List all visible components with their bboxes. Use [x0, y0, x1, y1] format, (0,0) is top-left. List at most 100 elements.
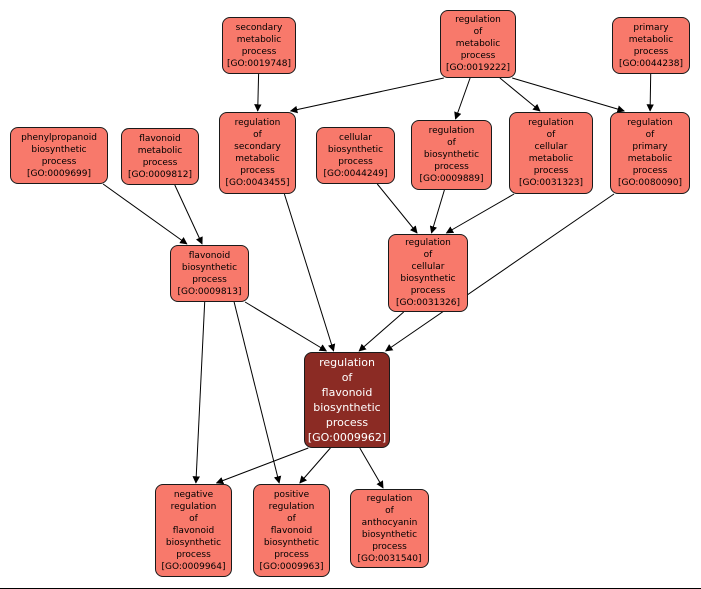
term-name-line: process [632, 166, 668, 176]
term-name-line: metabolic [628, 34, 674, 45]
edge-go-0009813-to-go-0009963 [233, 301, 282, 484]
term-name-line: secondary [235, 22, 283, 33]
edge-go-0019222-to-go-0043455 [289, 77, 444, 114]
term-name-line: positive [273, 489, 310, 500]
go-id-label: [GO:0019222] [445, 63, 511, 73]
term-name-line: primary [633, 22, 669, 33]
edge-go-0009962-to-go-0009963 [299, 447, 331, 484]
edge-go-0044249-to-go-0031326 [376, 183, 418, 234]
term-name-line: cellular [339, 132, 372, 143]
term-name-line: regulation [170, 501, 217, 512]
term-name-line: metabolic [235, 154, 280, 164]
term-name-line: of [189, 513, 198, 524]
edge-go-0044238-to-go-0080090 [646, 73, 654, 112]
edge-go-0009813-to-go-0009962 [244, 301, 328, 352]
edge-go-0019222-to-go-0080090 [512, 77, 625, 113]
term-name-line: process [192, 274, 227, 285]
go-node-go-0043455[interactable]: regulation of secondary metabolic process [GO… [219, 112, 296, 194]
term-name-line: process [274, 549, 309, 560]
edge-go-0009962-to-go-0009964 [215, 447, 309, 485]
edge-go-0019748-to-go-0043455 [254, 73, 262, 112]
go-id-label: [GO:0043455] [225, 178, 290, 188]
go-id-label: [GO:0009812] [127, 169, 193, 180]
edge-go-0031323-to-go-0031326 [445, 193, 515, 234]
edge-go-0031326-to-go-0009962 [358, 311, 405, 352]
edge-go-0080090-to-go-0009962 [385, 193, 615, 352]
edge-go-0009962-to-go-0031540 [359, 447, 384, 489]
term-name-line: biosynthetic [327, 144, 384, 155]
term-name-line: biosynthetic [165, 537, 222, 548]
term-name-line: regulation [405, 238, 451, 248]
term-name-line: regulation [319, 356, 375, 369]
term-name-line: of [253, 130, 262, 140]
go-id-label: [GO:0019748] [226, 58, 292, 69]
term-name-line: metabolic [137, 145, 183, 156]
term-name-line: flavonoid [321, 386, 373, 399]
term-name-line: secondary [234, 142, 281, 152]
term-name-line: metabolic [528, 154, 574, 164]
term-name-line: cellular [534, 142, 568, 152]
term-name-line: flavonoid [139, 133, 181, 144]
term-name-line: process [241, 46, 277, 57]
term-name-line: regulation [455, 15, 501, 25]
term-name-line: regulation [268, 501, 315, 512]
term-name-line: biosynthetic [263, 537, 320, 548]
go-node-go-0019222[interactable]: regulation of metabolic process [GO:0019222] [440, 10, 516, 78]
term-name-line: biosynthetic [423, 150, 480, 160]
edge-go-0009813-to-go-0009964 [192, 301, 206, 484]
go-id-label: [GO:0080090] [617, 178, 683, 188]
term-name-line: flavonoid [270, 525, 313, 536]
term-name-line: metabolic [236, 34, 282, 45]
term-name-line: flavonoid [188, 250, 231, 261]
term-name-line: regulation [234, 118, 281, 128]
term-name-line: process [633, 46, 669, 57]
go-id-label: [GO:0009962] [307, 431, 387, 444]
term-name-line: process [240, 166, 275, 176]
edge-go-0009889-to-go-0031326 [429, 189, 445, 234]
term-name-line: process [142, 157, 178, 168]
go-id-label: [GO:0009963] [259, 561, 324, 572]
term-name-line: metabolic [627, 154, 673, 164]
term-name-line: of [473, 27, 483, 37]
term-name-line: of [423, 250, 433, 260]
go-id-label: [GO:0009889] [419, 174, 484, 184]
edge-go-0019222-to-go-0031323 [499, 77, 541, 112]
term-name-line: process [176, 549, 211, 560]
term-name-line: of [385, 505, 394, 516]
term-name-line: flavonoid [172, 525, 215, 536]
term-name-line: of [287, 513, 296, 524]
term-name-line: metabolic [455, 39, 501, 49]
term-name-line: primary [632, 142, 668, 152]
term-name-line: process [410, 286, 446, 296]
term-name-line: regulation [627, 118, 673, 128]
go-id-label: [GO:0031326] [395, 298, 461, 308]
term-name-line: biosynthetic [313, 401, 381, 414]
term-name-line: regulation [366, 493, 413, 504]
go-id-label: [GO:0044249] [323, 168, 388, 179]
term-name-line: process [460, 51, 496, 61]
term-name-line: regulation [528, 118, 574, 128]
go-id-label: [GO:0031323] [518, 178, 584, 188]
edge-go-0009699-to-go-0009813 [102, 183, 188, 245]
term-name-line: process [372, 541, 407, 552]
term-name-line: of [341, 371, 353, 384]
edge-go-0043455-to-go-0009962 [283, 193, 336, 352]
term-name-line: biosynthetic [31, 144, 87, 155]
term-name-line: regulation [428, 126, 475, 136]
